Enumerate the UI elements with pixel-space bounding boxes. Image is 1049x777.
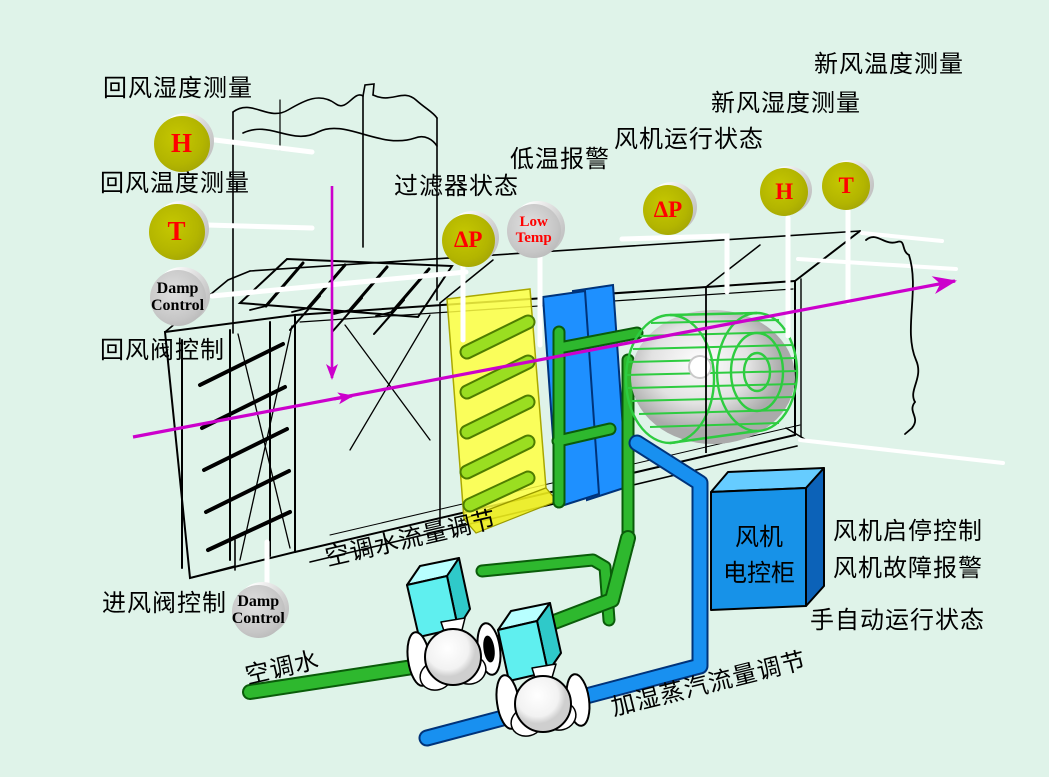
- sensor-filter-dp-label: ΔP: [454, 227, 483, 253]
- label-inlet-damper-control: 进风阀控制: [102, 591, 227, 617]
- filter-panel: [446, 288, 558, 534]
- return-damper-label-line1: Damp: [156, 280, 199, 297]
- label-fan-start-stop-control: 风机启停控制: [833, 519, 983, 545]
- sensor-fresh-temperature-label: T: [838, 173, 854, 199]
- label-return-humidity: 回风湿度测量: [103, 76, 253, 102]
- sensor-fresh-humidity-label: H: [775, 179, 794, 205]
- top-damper-louver: [237, 257, 454, 335]
- heating-tubes: [459, 314, 536, 513]
- label-manual-auto-status: 手自动运行状态: [810, 608, 985, 634]
- label-filter-status: 过滤器状态: [394, 174, 519, 200]
- inlet-damper-label-line1: Damp: [237, 593, 280, 611]
- cabinet-label-line1: 风机: [735, 525, 783, 551]
- label-return-temperature: 回风温度测量: [100, 171, 250, 197]
- label-fresh-air-humidity: 新风湿度测量: [711, 91, 861, 117]
- label-return-damper-control: 回风阀控制: [100, 338, 225, 364]
- sensor-inlet-damper-control: Damp Control: [232, 582, 289, 638]
- valve-actuator: [497, 602, 562, 682]
- sensor-fresh-temperature: T: [822, 160, 874, 211]
- sensor-connector-lines: [204, 136, 851, 585]
- sensor-filter-dp: ΔP: [441, 211, 499, 267]
- sensor-fan-dp-label: ΔP: [653, 196, 683, 222]
- label-fan-fault-alarm: 风机故障报警: [833, 556, 983, 582]
- valve-body: [495, 673, 591, 737]
- sensor-low-temp: Low Temp: [506, 201, 565, 258]
- sensor-fan-dp: ΔP: [643, 182, 697, 235]
- label-fan-running-status: 风机运行状态: [614, 127, 764, 153]
- low-temp-label-line1: Low: [519, 213, 548, 230]
- cabinet-label-line2: 电控柜: [723, 561, 795, 587]
- label-fresh-air-temperature: 新风温度测量: [814, 52, 964, 78]
- sensor-fresh-humidity: H: [760, 166, 812, 217]
- valve-body: [406, 622, 502, 691]
- label-low-temp-alarm: 低温报警: [510, 147, 610, 173]
- water-valve: [406, 557, 502, 691]
- sensor-return-damper-control: Damp Control: [149, 267, 210, 326]
- sensor-return-humidity-label: H: [171, 128, 193, 159]
- steam-valve: [495, 602, 591, 737]
- fan-control-cabinet-box: [710, 467, 825, 611]
- duct-break-squiggle: [865, 236, 920, 435]
- sensor-return-temperature: T: [148, 201, 209, 260]
- return-damper-label-line2: Control: [151, 296, 205, 314]
- outlet-duct-sketch: [796, 231, 1005, 465]
- low-temp-label-line2: Temp: [515, 229, 552, 246]
- sensor-return-humidity: H: [153, 113, 214, 172]
- airflow-arrow: [132, 186, 957, 439]
- inlet-damper-label-line2: Control: [231, 610, 285, 628]
- fan-wheel: [624, 310, 799, 445]
- sensor-return-temperature-label: T: [167, 216, 186, 247]
